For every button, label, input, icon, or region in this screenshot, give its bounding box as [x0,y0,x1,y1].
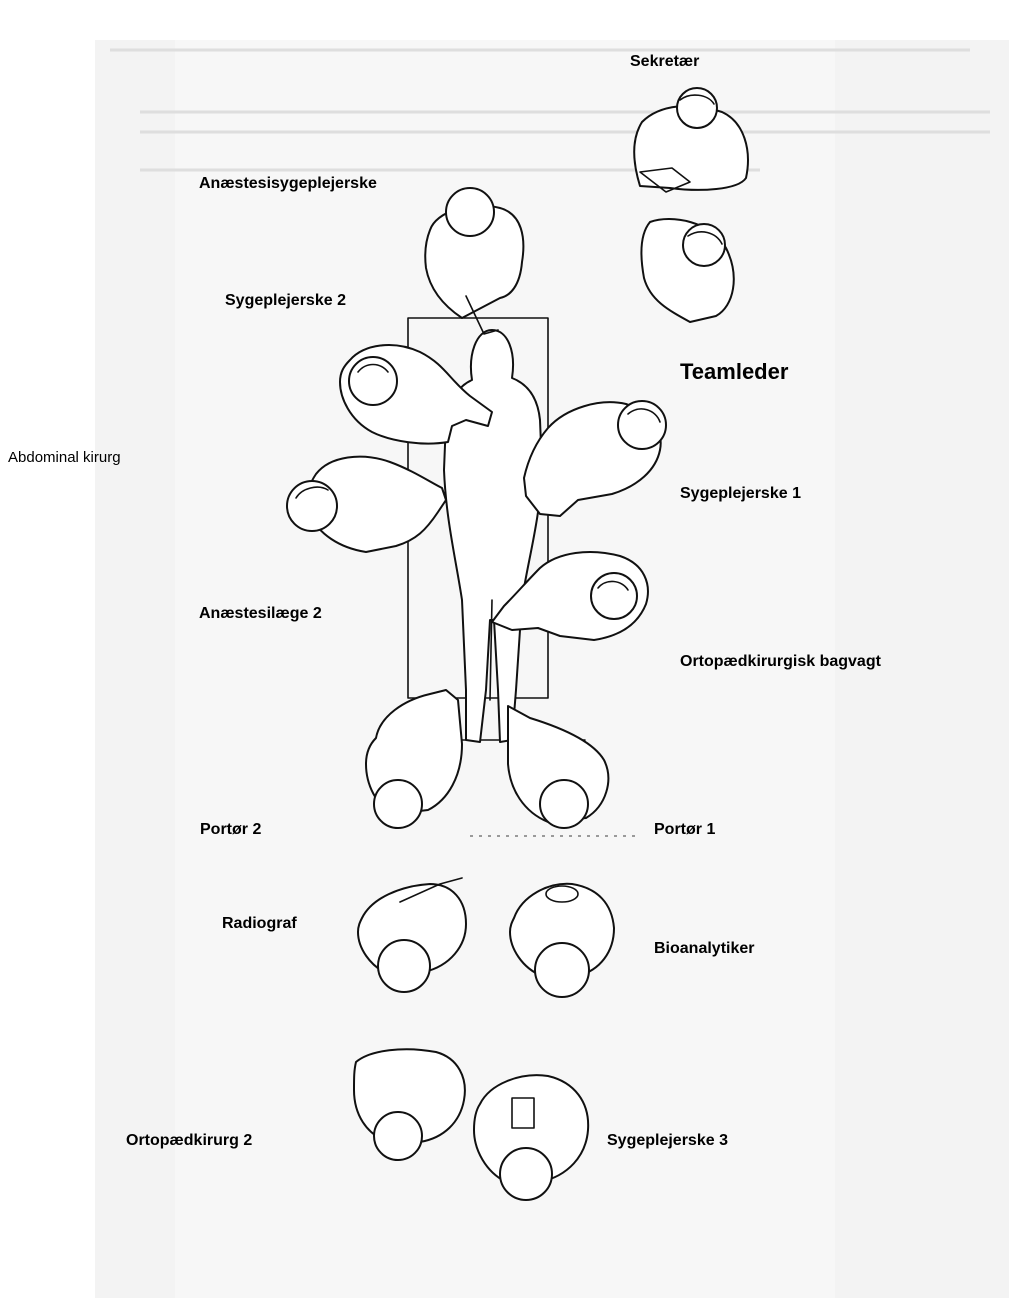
label-portoer1: Portør 1 [654,822,715,838]
label-anaestesilaege2: Anæstesilæge 2 [199,606,322,622]
label-anaestesisygeplejerske: Anæstesisygeplejerske [199,176,377,192]
label-sekretaer: Sekretær [630,54,699,70]
label-bioanalytiker: Bioanalytiker [654,941,754,957]
label-sygeplejerske1: Sygeplejerske 1 [680,486,801,502]
label-abdominal-kirurg: Abdominal kirurg [8,450,121,465]
label-sygeplejerske2: Sygeplejerske 2 [225,293,346,309]
label-portoer2: Portør 2 [200,822,261,838]
label-sygeplejerske3: Sygeplejerske 3 [607,1133,728,1149]
label-radiograf: Radiograf [222,916,297,932]
label-ortopaedkirurg2: Ortopædkirurg 2 [126,1133,252,1149]
label-teamleder: Teamleder [680,361,788,383]
label-ortopaedkirurgisk-bagvagt: Ortopædkirurgisk bagvagt [680,654,881,670]
